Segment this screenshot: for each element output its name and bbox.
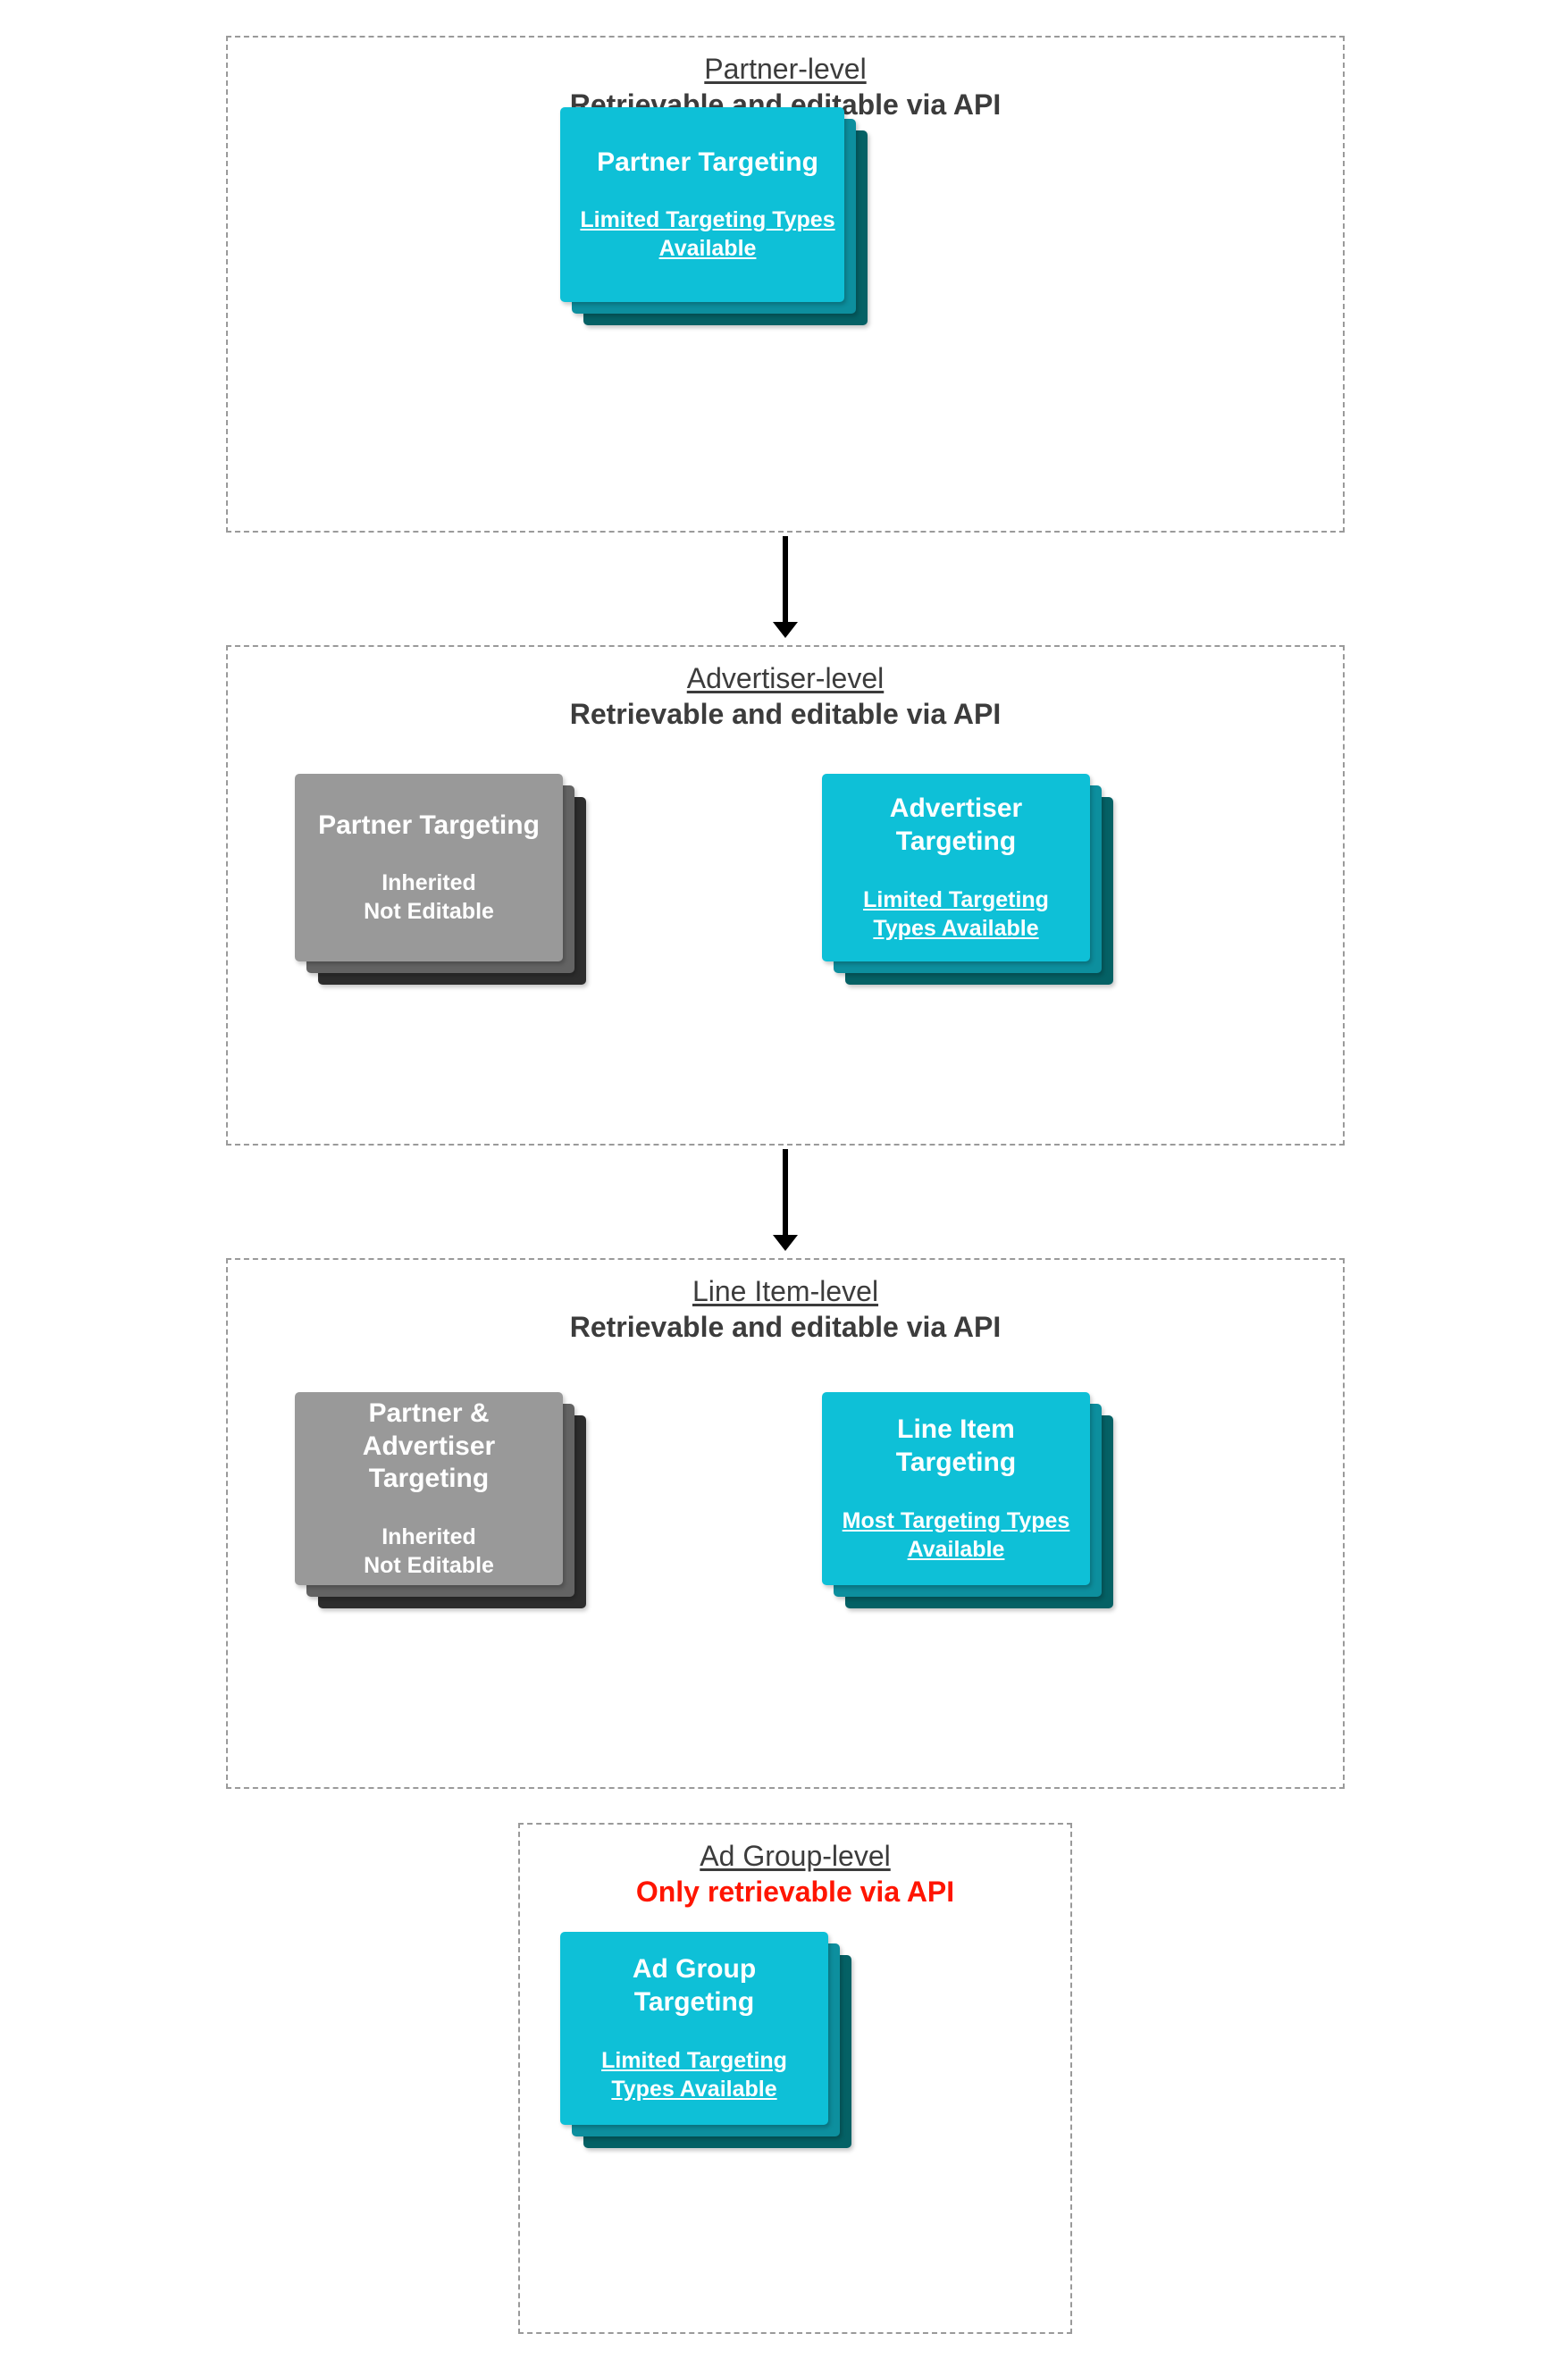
level-title-line-item: Line Item-level xyxy=(692,1275,879,1307)
card-layer-front xyxy=(295,1392,563,1585)
card-layer-front xyxy=(560,107,844,302)
level-title-partner: Partner-level xyxy=(704,53,867,85)
level-heading-ad-group: Ad Group-level Only retrievable via API xyxy=(520,1838,1070,1910)
card-stack-line-item-targeting: Line Item Targeting Most Targeting Types… xyxy=(822,1392,1126,1616)
card-layer-front xyxy=(295,774,563,961)
card-note: Inherited Not Editable xyxy=(364,1523,494,1578)
level-container-line-item: Line Item-level Retrievable and editable… xyxy=(226,1258,1345,1789)
level-heading-line-item: Line Item-level Retrievable and editable… xyxy=(228,1273,1343,1345)
level-subtitle-ad-group: Only retrievable via API xyxy=(635,1876,955,1908)
arrow-partner-to-advertiser xyxy=(773,536,798,638)
level-container-ad-group: Ad Group-level Only retrievable via API … xyxy=(518,1823,1072,2334)
card-title: Line Item Targeting xyxy=(895,1414,1017,1477)
card-content-line-item-targeting: Line Item Targeting Most Targeting Types… xyxy=(822,1392,1090,1585)
arrow-head-icon xyxy=(773,622,798,638)
card-layer-front xyxy=(560,1932,828,2125)
card-content-ad-group-targeting: Ad Group Targeting Limited Targeting Typ… xyxy=(560,1932,828,2125)
level-heading-advertiser: Advertiser-level Retrievable and editabl… xyxy=(228,660,1343,732)
card-layer-front xyxy=(822,774,1090,961)
card-stack-ad-group-targeting: Ad Group Targeting Limited Targeting Typ… xyxy=(560,1932,855,2155)
level-title-advertiser: Advertiser-level xyxy=(686,662,885,694)
card-note: Limited Targeting Types Available xyxy=(863,886,1049,941)
card-title: Advertiser Targeting xyxy=(889,793,1023,856)
card-note: Limited Targeting Types Available xyxy=(580,207,835,262)
card-note: Most Targeting Types Available xyxy=(842,1507,1070,1562)
card-stack-partner-advertiser-targeting-inherited: Partner & Advertiser Targeting Inherited… xyxy=(295,1392,599,1616)
level-subtitle-line-item: Retrievable and editable via API xyxy=(569,1311,1002,1343)
card-title: Partner & Advertiser Targeting xyxy=(362,1398,496,1494)
card-title: Partner Targeting xyxy=(597,147,818,177)
level-title-ad-group: Ad Group-level xyxy=(700,1840,891,1872)
arrow-head-icon xyxy=(773,1235,798,1251)
card-stack-partner-targeting-inherited: Partner Targeting Inherited Not Editable xyxy=(295,774,599,988)
card-note: Limited Targeting Types Available xyxy=(601,2047,787,2102)
level-subtitle-advertiser: Retrievable and editable via API xyxy=(569,698,1002,730)
card-stack-partner-targeting: Partner Targeting Limited Targeting Type… xyxy=(560,107,868,325)
card-stack-advertiser-targeting: Advertiser Targeting Limited Targeting T… xyxy=(822,774,1126,988)
card-content-partner-targeting-inherited: Partner Targeting Inherited Not Editable xyxy=(295,774,563,961)
arrow-advertiser-to-line-item xyxy=(773,1149,798,1251)
card-title: Partner Targeting xyxy=(318,810,540,840)
card-title: Ad Group Targeting xyxy=(632,1954,757,2017)
card-content-partner-targeting: Partner Targeting Limited Targeting Type… xyxy=(560,107,855,302)
card-content-advertiser-targeting: Advertiser Targeting Limited Targeting T… xyxy=(822,774,1090,961)
level-container-partner: Partner-level Retrievable and editable v… xyxy=(226,36,1345,533)
card-content-partner-advertiser-targeting-inherited: Partner & Advertiser Targeting Inherited… xyxy=(295,1392,563,1585)
card-note: Inherited Not Editable xyxy=(364,870,494,925)
level-container-advertiser: Advertiser-level Retrievable and editabl… xyxy=(226,645,1345,1146)
card-layer-front xyxy=(822,1392,1090,1585)
